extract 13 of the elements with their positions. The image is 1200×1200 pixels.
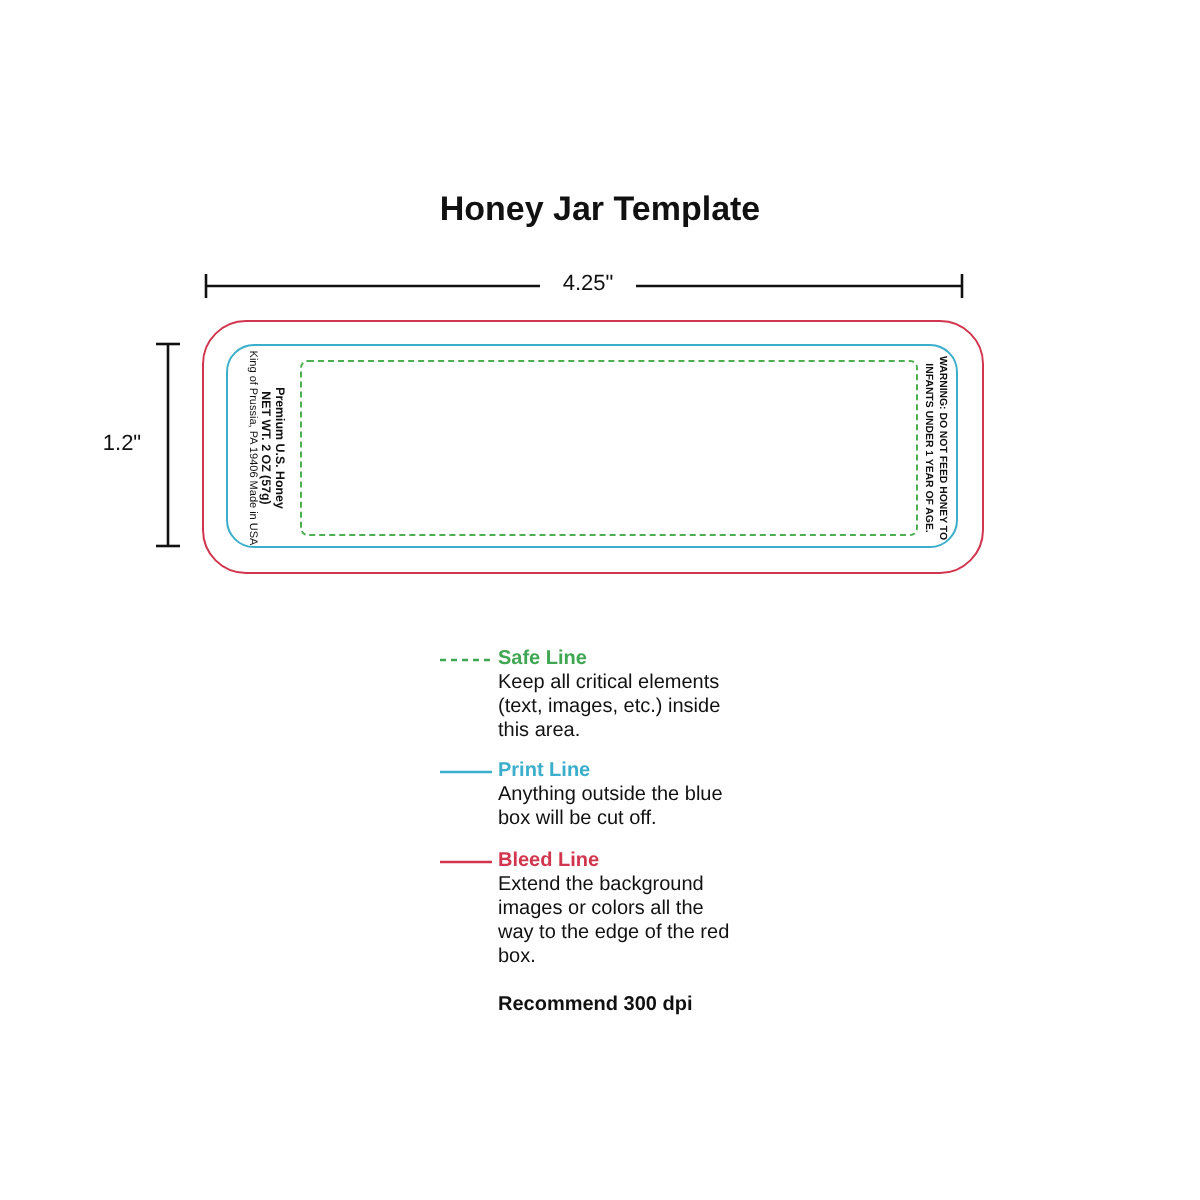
legend-text: Bleed Line (498, 850, 600, 872)
safe-area-box (300, 360, 918, 536)
dimension-label: 1.2" (100, 432, 144, 456)
bleed-box (202, 320, 984, 574)
legend-text: Print Line (498, 760, 591, 782)
title: Honey Jar Template (437, 190, 763, 230)
legend-description: Keep all critical elements (text, images, etc.) inside this area. (498, 672, 723, 744)
print-box (226, 344, 958, 548)
legend-text: Safe Line (498, 648, 587, 670)
legend-description: Extend the background images or colors all the way to the edge of the red box. (498, 874, 732, 970)
note-text: Recommend 300 dpi (498, 994, 693, 1016)
dimension-label: 4.25" (560, 272, 616, 296)
legend-description: Anything outside the blue box will be cut off. (498, 784, 725, 832)
